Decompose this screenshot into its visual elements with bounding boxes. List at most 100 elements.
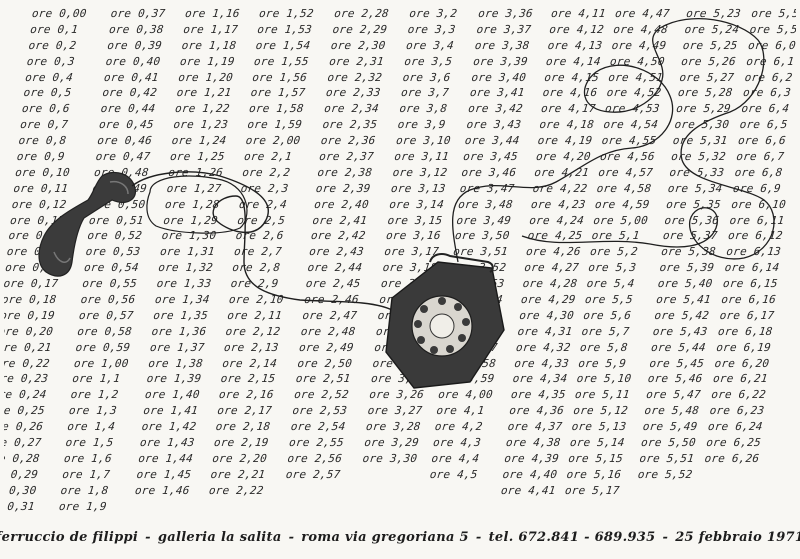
time-entry: ore 2,13 (223, 340, 280, 354)
time-entry: ore 2,41 (311, 213, 368, 227)
time-entry: ore 0,48 (93, 165, 150, 179)
time-entry: ore 0,16 (4, 261, 61, 275)
time-entry: ore 0,18 (4, 293, 58, 307)
time-entry: ore 3,37 (475, 22, 532, 36)
time-entry: ore 6,17 (719, 308, 775, 322)
time-entry: ore 3,45 (462, 150, 519, 164)
time-entry: ore 2,28 (333, 7, 390, 20)
time-entry: ore 6,25 (705, 436, 762, 450)
artist-name: ferruccio de filippi (0, 530, 139, 545)
time-entry: ore 1,59 (246, 118, 303, 132)
time-entry: ore 2,51 (295, 372, 352, 386)
time-entry: ore 6,24 (707, 420, 764, 434)
time-entry: ore 6,10 (730, 197, 787, 211)
time-entry: ore 6,11 (729, 213, 785, 227)
time-entry: ore 3,49 (455, 213, 512, 227)
time-entry: ore 1,38 (147, 356, 204, 370)
time-entry: ore 0,11 (12, 181, 69, 195)
time-entry: ore 1,18 (181, 38, 238, 52)
time-entry: ore 5,8 (579, 340, 629, 354)
time-entry: ore 4,1 (435, 404, 485, 418)
time-entry: ore 4,48 (612, 22, 669, 36)
time-entry: ore 2,38 (316, 165, 373, 179)
time-entry: ore 1,6 (63, 451, 113, 465)
time-entry: ore 3,58 (440, 356, 497, 370)
time-entry: ore 2,21 (209, 467, 266, 481)
time-entry: ore 0,38 (108, 22, 165, 36)
time-entry: ore 1,3 (68, 404, 118, 418)
time-entry: ore 1,16 (184, 7, 241, 20)
time-entry: ore 6,18 (717, 324, 774, 338)
time-entry: ore 2,00 (245, 134, 302, 148)
time-entry: ore 6,3 (742, 86, 792, 100)
time-entry: ore 0,24 (4, 388, 48, 402)
time-entry: ore 0,12 (11, 197, 68, 211)
time-entry: ore 3,43 (465, 118, 522, 132)
time-entry: ore 1,53 (256, 22, 313, 36)
time-entry: ore 2,32 (326, 70, 383, 84)
time-entry: ore 6,15 (722, 277, 779, 291)
time-entry: ore 3,52 (450, 261, 507, 275)
time-entry: ore 2,17 (216, 404, 273, 418)
time-entry: ore 0,17 (4, 277, 59, 291)
time-entry: ore 3,39 (472, 54, 529, 68)
time-entry: ore 3,40 (470, 70, 527, 84)
time-entry: ore 4,5 (429, 467, 479, 481)
time-entry: ore 2,9 (230, 277, 280, 291)
time-entry: ore 4,50 (609, 54, 666, 68)
time-entry: ore 3,51 (452, 245, 509, 259)
time-entry: ore 2,47 (301, 308, 358, 322)
time-entry: ore 1,1 (71, 372, 121, 386)
time-entry: ore 0,3 (26, 54, 76, 68)
time-entry: ore 1,17 (182, 22, 239, 36)
time-entry: ore 4,56 (599, 150, 656, 164)
time-entry: ore 2,50 (296, 356, 353, 370)
time-entry: ore 5,9 (577, 356, 627, 370)
time-entry: ore 0,2 (27, 38, 78, 52)
time-entry: ore 2,48 (300, 324, 357, 338)
time-entry: ore 2,7 (233, 245, 283, 259)
time-entry: ore 0,28 (4, 451, 41, 465)
time-entry: ore 5,1 (591, 229, 641, 243)
time-entry: ore 0,56 (80, 293, 136, 307)
time-entry: ore 3,59 (439, 372, 496, 386)
time-entry: ore 1,19 (179, 54, 236, 68)
time-entry: ore 2,56 (286, 451, 343, 465)
time-entry: ore 6,1 (745, 54, 795, 68)
time-entry: ore 2,44 (306, 261, 363, 275)
time-entry: ore 3,50 (454, 229, 511, 243)
time-entry: ore 0,40 (105, 54, 162, 68)
time-entry: ore 5,13 (570, 420, 627, 434)
time-entry: ore 0,31 (4, 499, 36, 513)
time-entry: ore 1,41 (142, 404, 199, 418)
time-entry: ore 4,55 (601, 134, 658, 148)
time-entry: ore 2,55 (288, 436, 345, 450)
time-entry: ore 1,54 (255, 38, 312, 52)
time-entry: ore 2,35 (321, 118, 378, 132)
time-entry: ore 6,20 (714, 356, 770, 370)
time-entry: ore 3,38 (474, 38, 531, 52)
time-entry: ore 6,00 (747, 38, 796, 52)
time-entry: ore 0,20 (4, 324, 54, 338)
time-entry: ore 2,37 (318, 150, 375, 164)
time-entry: ore 5,17 (564, 483, 621, 497)
time-entry: ore 0,10 (14, 165, 71, 179)
time-entry: ore 1,42 (140, 420, 197, 434)
time-entry: ore 2,39 (315, 181, 372, 195)
time-entry: ore 5,58 (750, 7, 796, 20)
time-entry: ore 0,59 (75, 340, 131, 354)
time-entry: ore 4,52 (606, 86, 663, 100)
time-entry: ore 0,42 (101, 86, 158, 100)
time-entry: ore 2,36 (320, 134, 377, 148)
time-entry: ore 6,21 (712, 372, 769, 386)
time-entry: ore 3,44 (464, 134, 521, 148)
time-entry: ore 1,20 (177, 70, 234, 84)
time-entry: ore 1,2 (70, 388, 120, 402)
time-entry: ore 2,16 (218, 388, 275, 402)
gallery-address: roma via gregoriana 5 (301, 530, 469, 545)
time-entry: ore 4,51 (607, 70, 664, 84)
time-entry: ore 3,56 (444, 324, 501, 338)
time-entry: ore 5,11 (574, 388, 631, 402)
time-entry: ore 4,54 (602, 118, 659, 132)
time-entry: ore 1,30 (161, 229, 217, 243)
